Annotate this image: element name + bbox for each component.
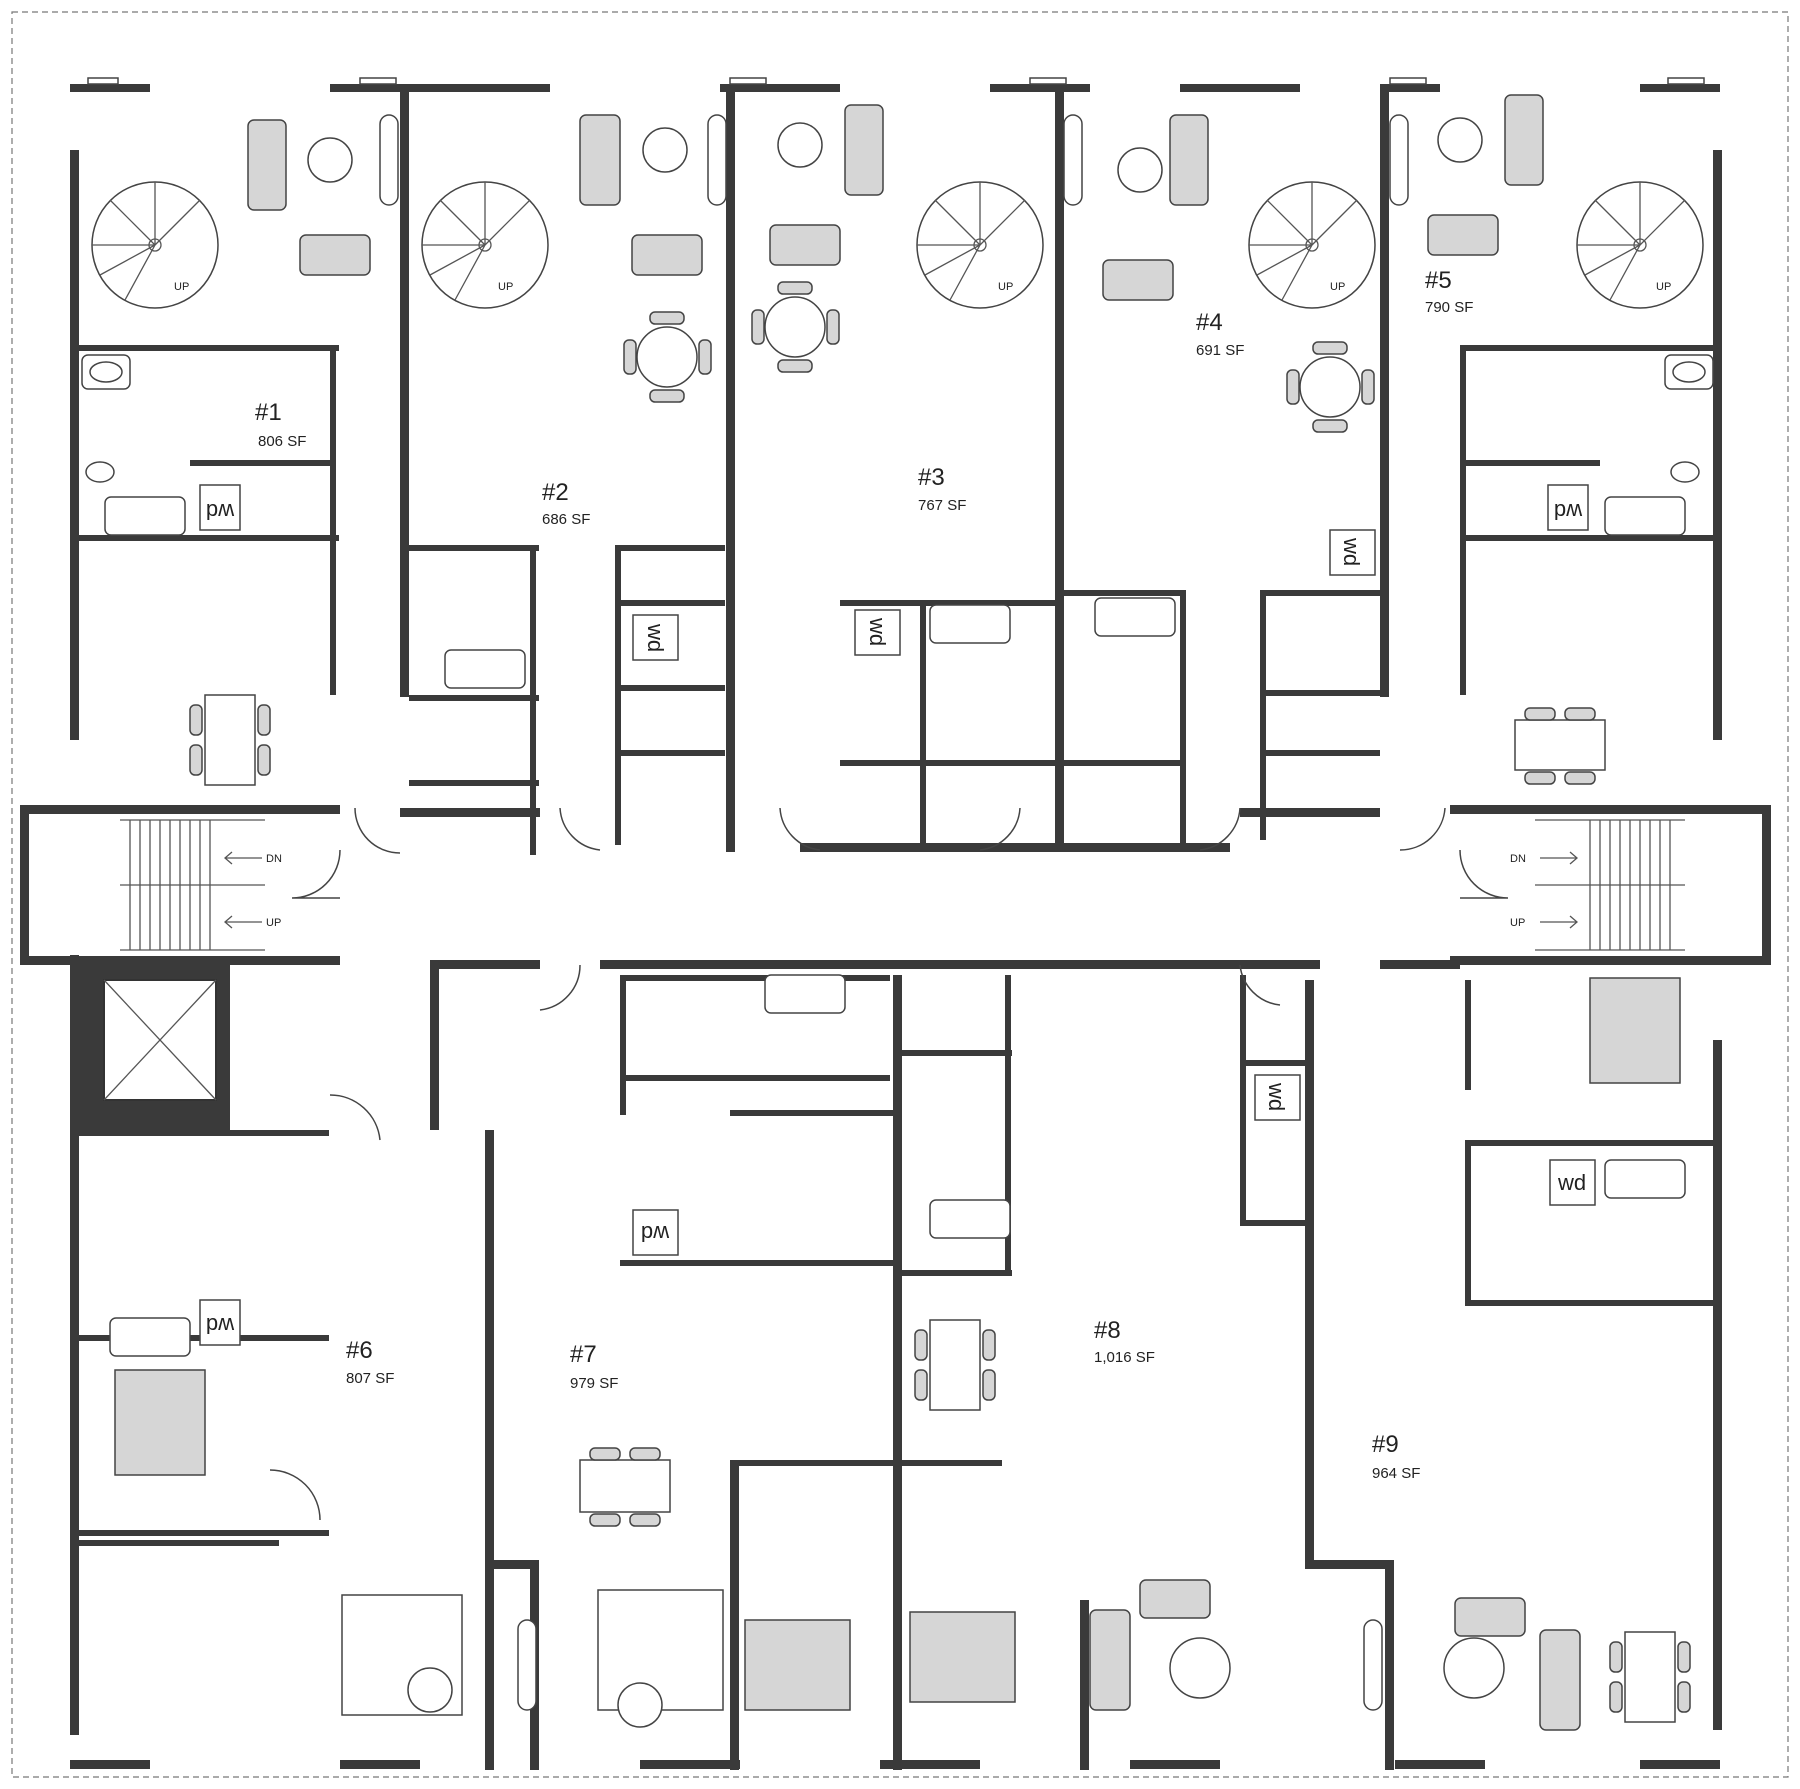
spiral-up-label: UP [1330,281,1345,293]
washer-dryer-label: wd [865,617,890,646]
dining-table [914,1319,996,1411]
unit-area: 979 SF [570,1375,618,1392]
doors [269,807,1509,1521]
spiral-up-label: UP [1656,281,1671,293]
spiral-stair: UP [1576,181,1704,309]
beds [114,977,1681,1711]
spiral-stair: UP [1248,181,1376,309]
unit-area: 691 SF [1196,342,1244,359]
washer-dryer-label: wd [1557,1170,1586,1195]
washer-dryer-label: wd [206,1313,235,1338]
unit-labels: #1 806 SF #2 686 SF #3 767 SF #4 691 SF … [255,267,1473,1482]
stair-up-label: UP [1510,917,1525,929]
washer-dryers: wd wd wd wd wd wd wd wd wd [199,484,1596,1346]
washer-dryer-label: wd [1339,537,1364,566]
walls [20,77,1771,1770]
unit-number: #8 [1094,1317,1121,1344]
unit-area: 964 SF [1372,1465,1420,1482]
spiral-up-label: UP [174,281,189,293]
unit-area: 806 SF [258,433,306,450]
dining-table [579,1447,671,1527]
window-bays [379,114,1409,1711]
stair-up-label: UP [266,917,281,929]
unit-number: #7 [570,1341,597,1368]
unit-number: #5 [1425,267,1452,294]
dining-table [623,311,712,403]
spiral-up-label: UP [498,281,513,293]
stair-right: DN UP [1510,819,1685,951]
unit-area: 1,016 SF [1094,1349,1155,1366]
spiral-stair: UP [421,181,549,309]
unit-number: #4 [1196,309,1223,336]
stair-down-label: DN [266,853,282,865]
washer-dryer-label: wd [1264,1082,1289,1111]
unit-area: 790 SF [1425,299,1473,316]
dining-table [1286,341,1375,433]
washer-dryer-label: wd [206,499,235,524]
furniture-top [247,94,1544,301]
spiral-up-label: UP [998,281,1013,293]
unit-number: #6 [346,1337,373,1364]
washer-dryer-label: wd [643,623,668,652]
spiral-stair: UP [916,181,1044,309]
stair-left: DN UP [120,819,282,951]
dining-table [1609,1631,1691,1723]
dining-table [751,281,840,373]
bath-fixtures [81,354,1714,1357]
unit-area: 686 SF [542,511,590,528]
dining-table [189,694,271,786]
unit-number: #3 [918,464,945,491]
unit-number: #9 [1372,1431,1399,1458]
living-areas [341,1579,1581,1731]
dining-table [1514,707,1606,785]
washer-dryer-label: wd [1554,499,1583,524]
washer-dryer-label: wd [641,1221,670,1246]
stair-down-label: DN [1510,853,1526,865]
unit-area: 807 SF [346,1370,394,1387]
spiral-stair: UP [91,181,219,309]
unit-number: #2 [542,479,569,506]
unit-area: 767 SF [918,497,966,514]
unit-number: #1 [255,399,282,426]
